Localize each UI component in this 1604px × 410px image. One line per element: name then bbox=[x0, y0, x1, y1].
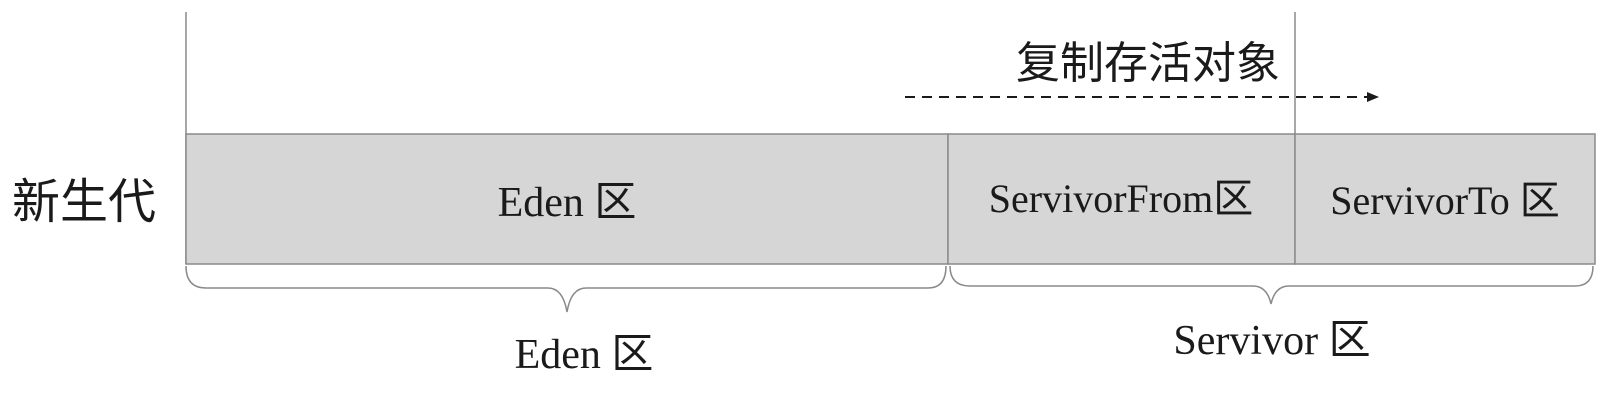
generation-label: 新生代 bbox=[12, 176, 156, 229]
servivor-brace-label: Servivor 区 bbox=[1173, 318, 1370, 364]
eden-brace bbox=[185, 265, 947, 313]
servivor-to-region bbox=[1294, 133, 1596, 265]
eden-region bbox=[185, 133, 949, 265]
eden-brace-label: Eden 区 bbox=[515, 332, 654, 378]
servivor-from-region-label: ServivorFrom区 bbox=[989, 176, 1253, 221]
copy-survivors-label: 复制存活对象 bbox=[1016, 39, 1280, 88]
servivor-to-region-label: ServivorTo 区 bbox=[1330, 178, 1559, 223]
eden-region-label: Eden 区 bbox=[498, 180, 637, 226]
servivor-brace bbox=[949, 265, 1594, 305]
